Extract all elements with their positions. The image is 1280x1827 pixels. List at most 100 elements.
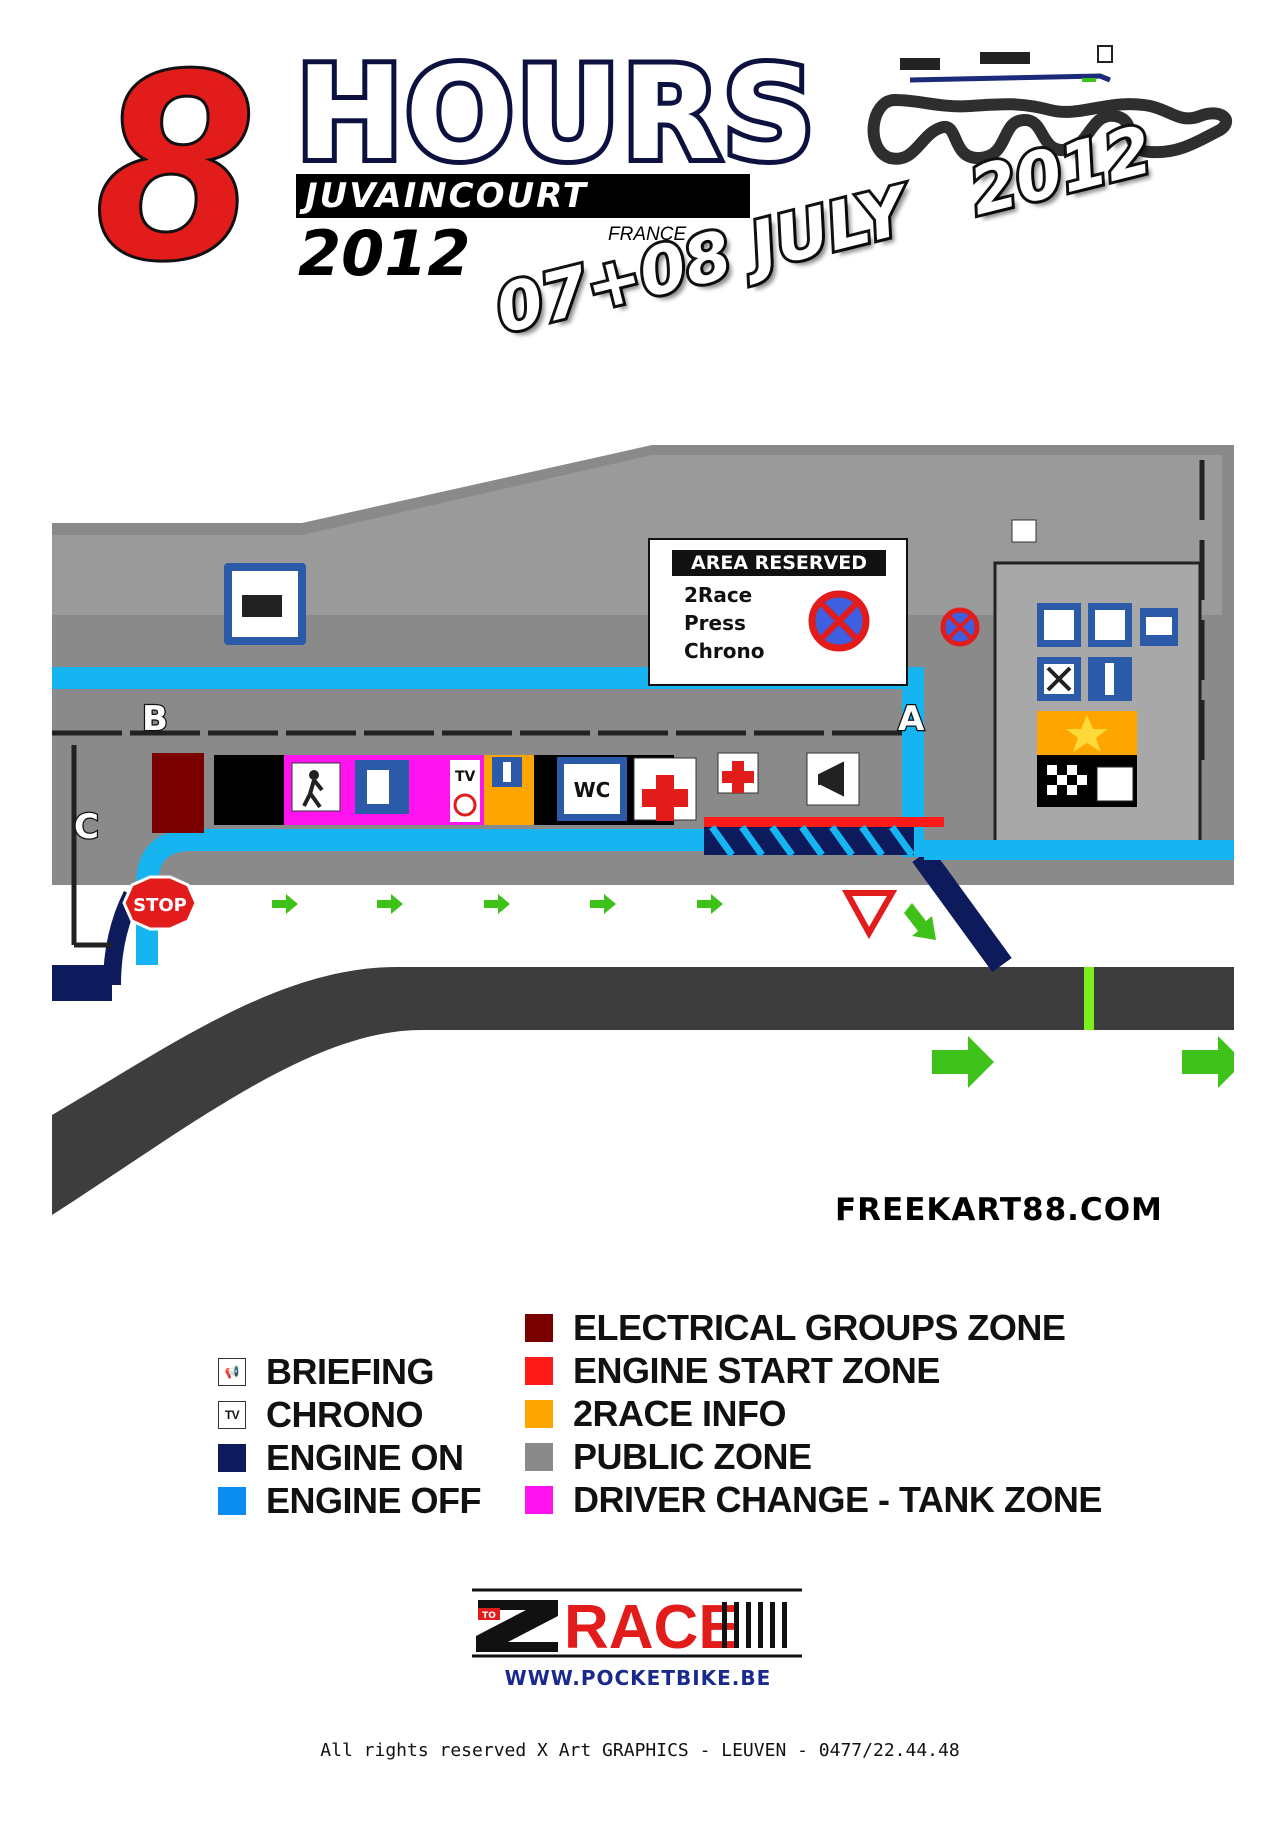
- venue-bar: [296, 174, 750, 218]
- pit-lane-path: [909, 73, 1111, 83]
- legend-label: DRIVER CHANGE - TANK ZONE: [573, 1479, 1102, 1520]
- walking-person-body: [302, 778, 324, 809]
- arrow-track-2: [1182, 1036, 1234, 1088]
- legend-label: ENGINE ON: [266, 1437, 464, 1478]
- legend-left: 📢 BRIEFING TV CHRONO ENGINE ON ENGINE OF…: [218, 1351, 482, 1521]
- arrow-exit: [904, 903, 936, 940]
- no-smoking-icon: [453, 793, 477, 817]
- legend-swatch: [525, 1314, 553, 1342]
- star-icon: [1066, 715, 1108, 752]
- circuit-path: [867, 94, 1232, 165]
- 2race-logo: TO RACE: [472, 1588, 802, 1658]
- legend-swatch: [218, 1444, 246, 1472]
- wc-small-inner: [1095, 610, 1125, 640]
- checkered-flag-icon: [1097, 45, 1113, 63]
- legend-label: CHRONO: [266, 1394, 424, 1435]
- fuel-pump-icon: [367, 770, 389, 804]
- info-icon: [503, 762, 511, 782]
- legend-item-public: PUBLIC ZONE: [525, 1436, 1102, 1477]
- logo-building-1: [900, 58, 940, 70]
- arrow-track-1: [932, 1036, 994, 1088]
- engine-off-lane-bottom: [924, 840, 1234, 860]
- wc-badge-text: WC: [574, 778, 611, 802]
- cafe-icon: [1146, 617, 1172, 635]
- venue-name: JUVAINCOURT: [305, 176, 588, 216]
- logo-z-glyph: [476, 1600, 558, 1652]
- legend-label: 2RACE INFO: [573, 1393, 787, 1434]
- logo-to-badge: [478, 1608, 500, 1620]
- arrow-1: [272, 894, 298, 914]
- checkered-flag-squares: [1047, 765, 1087, 795]
- megaphone-icon: 📢: [218, 1358, 246, 1386]
- public-zone-lighter: [52, 455, 1222, 615]
- engine-start-hatch-stripes: [709, 824, 915, 858]
- country-name: FRANCE: [608, 224, 687, 245]
- arrow-2: [377, 894, 403, 914]
- arrow-3: [484, 894, 510, 914]
- logo-to-text: TO: [482, 1611, 496, 1621]
- event-title: HOURS: [291, 40, 820, 189]
- big-eight-number: 8: [94, 14, 250, 315]
- stop-sign: [122, 875, 198, 931]
- no-smoking-sign: [450, 760, 480, 822]
- legend-item-chrono: TV CHRONO: [218, 1394, 481, 1435]
- wheelchair-sign: [1011, 519, 1037, 543]
- legend-swatch: [525, 1443, 553, 1471]
- black-pit-block: [214, 755, 284, 825]
- legend-right: ELECTRICAL GROUPS ZONE ENGINE START ZONE…: [525, 1307, 1102, 1520]
- legend-item-engine-start: ENGINE START ZONE: [525, 1350, 1102, 1391]
- logo-race-text: RACE: [564, 1593, 740, 1658]
- circuit-layout-logo: [867, 45, 1232, 165]
- legend-item-driver-change: DRIVER CHANGE - TANK ZONE: [525, 1479, 1102, 1520]
- engine-on-corner: [52, 965, 112, 1001]
- stop-sign-text: STOP: [133, 895, 187, 916]
- no-stopping-small-cross: [946, 613, 974, 641]
- legend-swatch: [218, 1487, 246, 1515]
- zone-label-c: C: [74, 807, 99, 847]
- freekart-website: FREEKART88.COM: [835, 1192, 1163, 1228]
- paddock-corridor: [112, 888, 1234, 948]
- legend-item-engine-off: ENGINE OFF: [218, 1480, 482, 1521]
- first-aid-small-cross-icon: [722, 761, 754, 793]
- arrow-5: [697, 894, 723, 914]
- tv-icon: TV: [218, 1401, 246, 1429]
- pocketbike-url: WWW.POCKETBIKE.BE: [504, 1666, 772, 1690]
- reserved-item-press: Press: [684, 611, 746, 635]
- paddock-map: TV WC STOP A B C: [52, 445, 1234, 1222]
- start-finish-line: [1084, 967, 1094, 1030]
- phone-icon: [1044, 610, 1074, 640]
- race-track-surface: [52, 966, 1234, 1215]
- arrow-4: [590, 894, 616, 914]
- tv-badge-text: TV: [455, 769, 476, 785]
- electrical-groups-zone: [152, 753, 204, 833]
- reserved-item-chrono: Chrono: [684, 639, 765, 663]
- legend-item-briefing: 📢 BRIEFING: [218, 1351, 481, 1392]
- reserved-item-2race: 2Race: [684, 583, 753, 607]
- engine-start-zone: [704, 817, 944, 827]
- logo-stripes: [722, 1602, 787, 1648]
- reserved-area-title: AREA RESERVED: [672, 550, 886, 576]
- zone-label-b: B: [142, 699, 168, 739]
- legend-label: ELECTRICAL GROUPS ZONE: [573, 1307, 1066, 1348]
- reserved-no-stopping-icon: [808, 590, 870, 652]
- logo-building-2: [980, 52, 1030, 64]
- direction-arrows: [272, 894, 1234, 1088]
- legend-label: BRIEFING: [266, 1351, 435, 1392]
- first-aid-cross-icon: [642, 775, 688, 821]
- walking-person-icon: [309, 770, 319, 780]
- legend-swatch: [525, 1400, 553, 1428]
- caravan-icon: [240, 595, 282, 617]
- wc-sign-inner: [564, 764, 620, 814]
- legend-item-electrical: ELECTRICAL GROUPS ZONE: [525, 1307, 1102, 1348]
- give-way-sign: [841, 890, 898, 940]
- copyright-notice: All rights reserved X Art GRAPHICS - LEU…: [320, 1740, 960, 1761]
- legend-item-race-info: 2RACE INFO: [525, 1393, 1102, 1434]
- legend-swatch: [525, 1357, 553, 1385]
- legend-label: ENGINE OFF: [266, 1480, 482, 1521]
- cutlery-cross-icon: [1046, 666, 1072, 692]
- engine-on-lane: [912, 847, 1012, 973]
- legend-label: PUBLIC ZONE: [573, 1436, 812, 1477]
- engine-off-lane-right: [902, 667, 924, 857]
- info-small-icon: [1105, 663, 1114, 695]
- event-year: 2012: [298, 217, 471, 290]
